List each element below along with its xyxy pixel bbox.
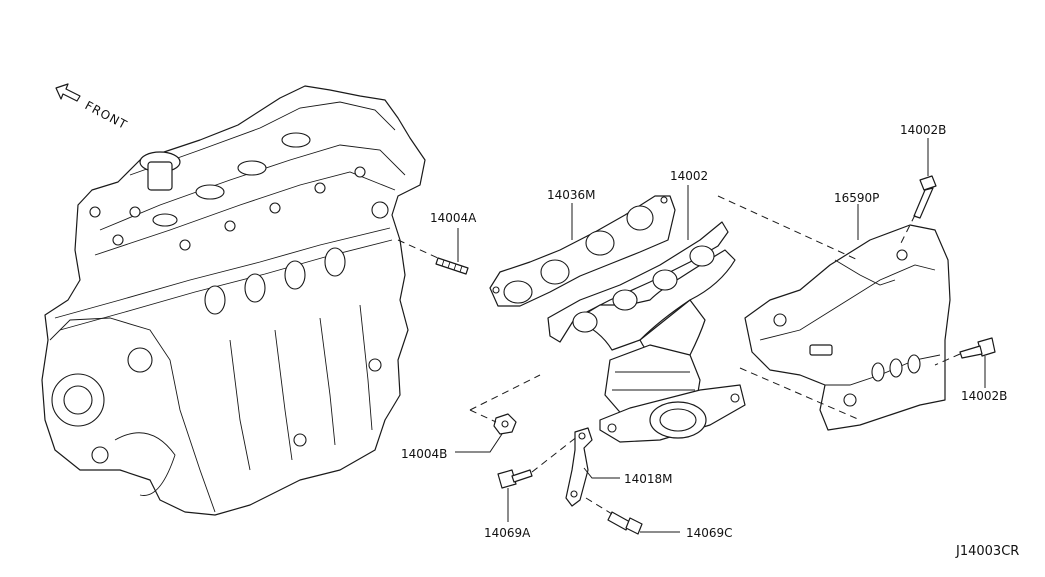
- callout-14069a: 14069A: [484, 526, 531, 540]
- gasket-14036m: [489, 195, 676, 307]
- callout-14002b-right: 14002B: [961, 389, 1007, 403]
- callout-14036m: 14036M: [547, 188, 596, 202]
- heat-shield-16590p: [744, 224, 951, 431]
- bracket-14018m: [565, 427, 593, 507]
- bolt-14069a: [497, 469, 533, 489]
- exhaust-manifold-14002: [547, 221, 746, 443]
- front-label: FRONT: [83, 98, 130, 132]
- callout-14002b-top: 14002B: [900, 123, 946, 137]
- callout-14018m: 14018M: [624, 472, 673, 486]
- engine-block: [41, 85, 426, 516]
- callout-16590p: 16590P: [834, 191, 879, 205]
- callout-14002: 14002: [670, 169, 708, 183]
- callout-14004b: 14004B: [401, 447, 447, 461]
- bolt-14069c: [607, 511, 643, 535]
- callout-14004a: 14004A: [430, 211, 477, 225]
- stud-14004a: [435, 257, 469, 275]
- bolt-14002b-top: [913, 175, 937, 219]
- diagram-code: J14003CR: [955, 544, 1019, 559]
- nut-14004b: [493, 413, 517, 435]
- callout-14069c: 14069C: [686, 526, 733, 540]
- front-arrow-icon: [55, 83, 81, 102]
- bolt-14002b-right: [959, 337, 996, 359]
- alignment-lines: [397, 195, 961, 515]
